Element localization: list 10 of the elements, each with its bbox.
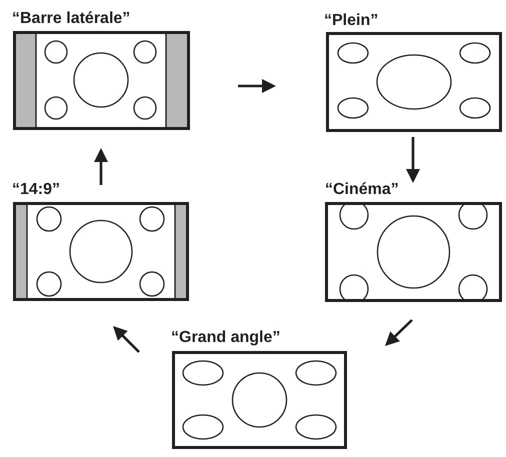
mode-label: “Barre latérale” — [12, 10, 130, 28]
mode-label: “Grand angle” — [171, 328, 280, 346]
arrow — [406, 137, 420, 183]
arrow — [385, 319, 413, 346]
arrow — [238, 79, 276, 93]
mode-label: “Plein” — [324, 12, 378, 30]
arrow — [94, 148, 108, 185]
mode-label: “14:9” — [12, 180, 60, 198]
arrow — [112, 326, 140, 353]
mode-label: “Cinéma” — [325, 180, 399, 198]
